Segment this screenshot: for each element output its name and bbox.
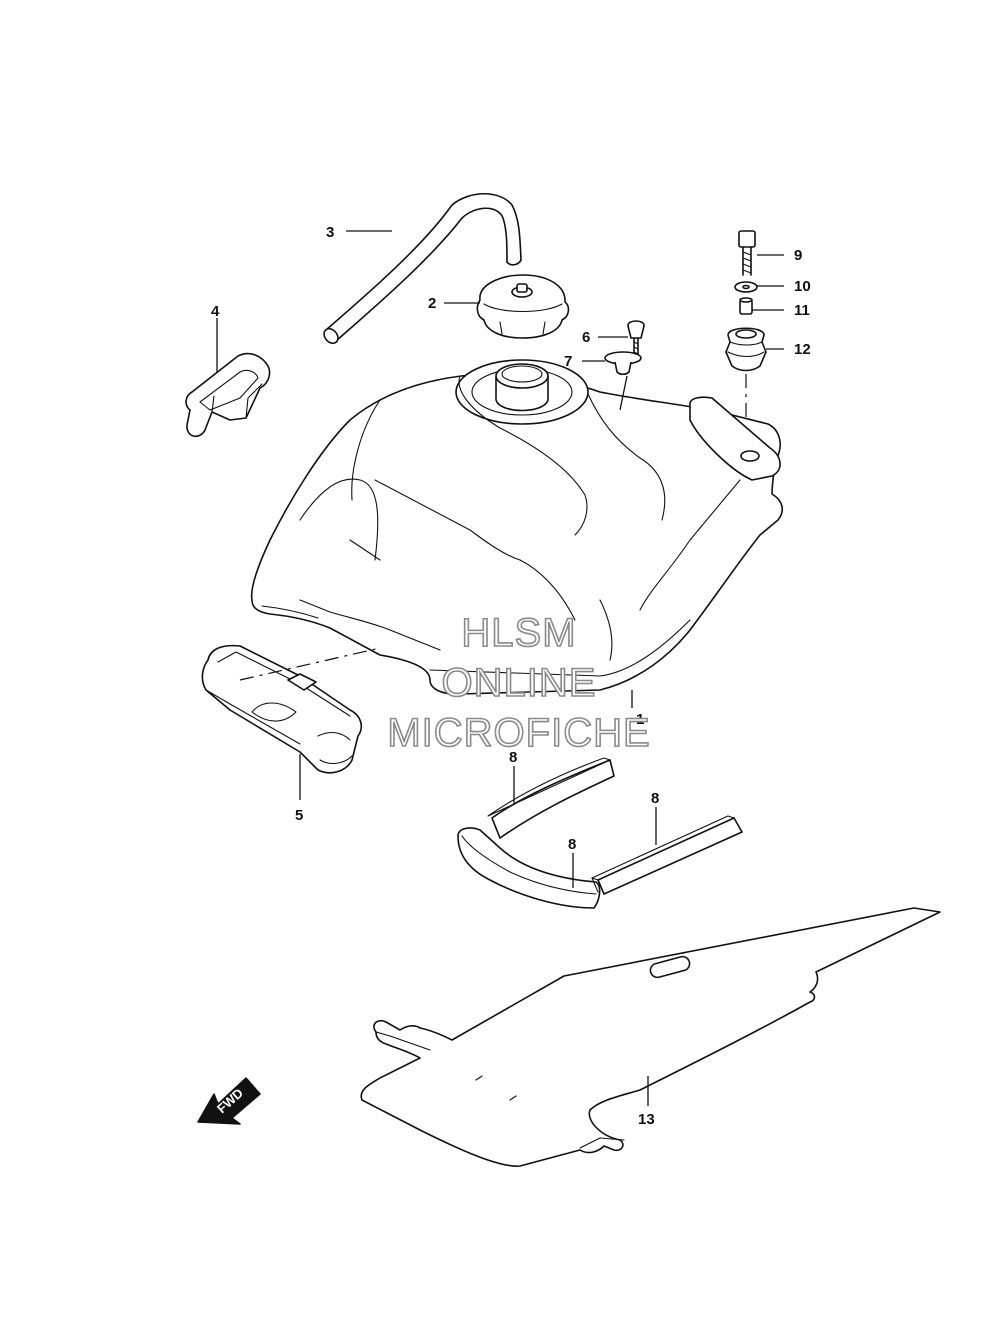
- fuel-tank: [250, 359, 784, 695]
- washer: [734, 281, 758, 293]
- tank-clamp: [201, 644, 363, 774]
- callout-5: 5: [295, 807, 303, 824]
- watermark-line-1: HLSM: [461, 611, 576, 655]
- foam-pad-curved: [457, 827, 601, 909]
- callout-6: 6: [582, 329, 590, 346]
- foam-pad-right: [591, 815, 743, 895]
- screw: [627, 320, 645, 357]
- callout-3: 3: [326, 224, 334, 241]
- bolt: [738, 230, 756, 276]
- forward-direction-marker: FWD: [197, 1077, 261, 1125]
- callout-8c: 8: [568, 836, 576, 853]
- callout-10: 10: [794, 278, 811, 295]
- callout-7: 7: [564, 353, 572, 370]
- leader-lines: [216, 230, 784, 1106]
- cushion: [725, 327, 767, 372]
- foam-pad-upper: [487, 757, 615, 839]
- watermark-line-3: MICROFICHE: [387, 711, 650, 755]
- callout-12: 12: [794, 341, 811, 358]
- callout-9: 9: [794, 247, 802, 264]
- insulation-sheet: [360, 907, 941, 1167]
- watermark: HLSM ONLINE MICROFICHE: [387, 610, 651, 756]
- mount-bracket: [185, 352, 271, 438]
- plate: [604, 351, 642, 376]
- watermark-line-2: ONLINE: [442, 661, 597, 705]
- callout-2: 2: [428, 295, 436, 312]
- fwd-arrow-icon: [197, 1077, 261, 1125]
- callout-8a: 8: [509, 749, 517, 766]
- callout-13: 13: [638, 1111, 655, 1128]
- callout-1: 1: [636, 711, 644, 728]
- fuel-cap: [476, 274, 570, 339]
- collar: [739, 297, 753, 315]
- callout-labels: 1 2 3 4 5 6 7 8 8 8 9 10 11 12 13: [211, 224, 811, 1128]
- breather-hose: [323, 193, 522, 345]
- callout-8b: 8: [651, 790, 659, 807]
- callout-11: 11: [794, 302, 810, 319]
- callout-4: 4: [211, 303, 220, 320]
